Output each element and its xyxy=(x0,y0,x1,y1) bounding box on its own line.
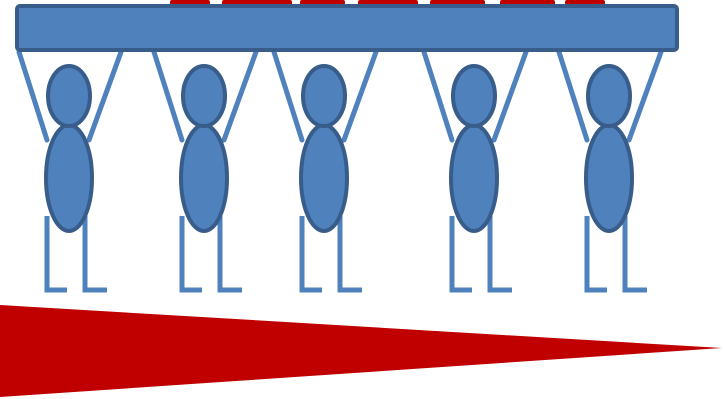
right-arm xyxy=(344,52,376,140)
figure-body xyxy=(46,125,92,231)
left-arm xyxy=(19,52,47,140)
right-arm xyxy=(89,52,121,140)
right-arm xyxy=(494,52,526,140)
figure-head xyxy=(183,66,225,126)
figure-3 xyxy=(274,52,376,290)
right-leg xyxy=(340,216,362,290)
right-arm xyxy=(629,52,661,140)
figure-1 xyxy=(19,52,121,290)
figure-head xyxy=(453,66,495,126)
figure-body xyxy=(181,125,227,231)
left-arm xyxy=(559,52,587,140)
right-leg xyxy=(625,216,647,290)
figure-body xyxy=(301,125,347,231)
figure-body xyxy=(451,125,497,231)
red-wedge xyxy=(0,305,722,397)
left-arm xyxy=(424,52,452,140)
figure-head xyxy=(48,66,90,126)
figure-2 xyxy=(154,52,256,290)
overhead-beam xyxy=(17,6,677,50)
right-leg xyxy=(490,216,512,290)
right-arm xyxy=(224,52,256,140)
figure-body xyxy=(586,125,632,231)
right-leg xyxy=(220,216,242,290)
right-leg xyxy=(85,216,107,290)
figure-head xyxy=(588,66,630,126)
left-arm xyxy=(154,52,182,140)
figures-group xyxy=(19,52,661,290)
figure-5 xyxy=(559,52,661,290)
figure-4 xyxy=(424,52,526,290)
left-arm xyxy=(274,52,302,140)
figure-head xyxy=(303,66,345,126)
